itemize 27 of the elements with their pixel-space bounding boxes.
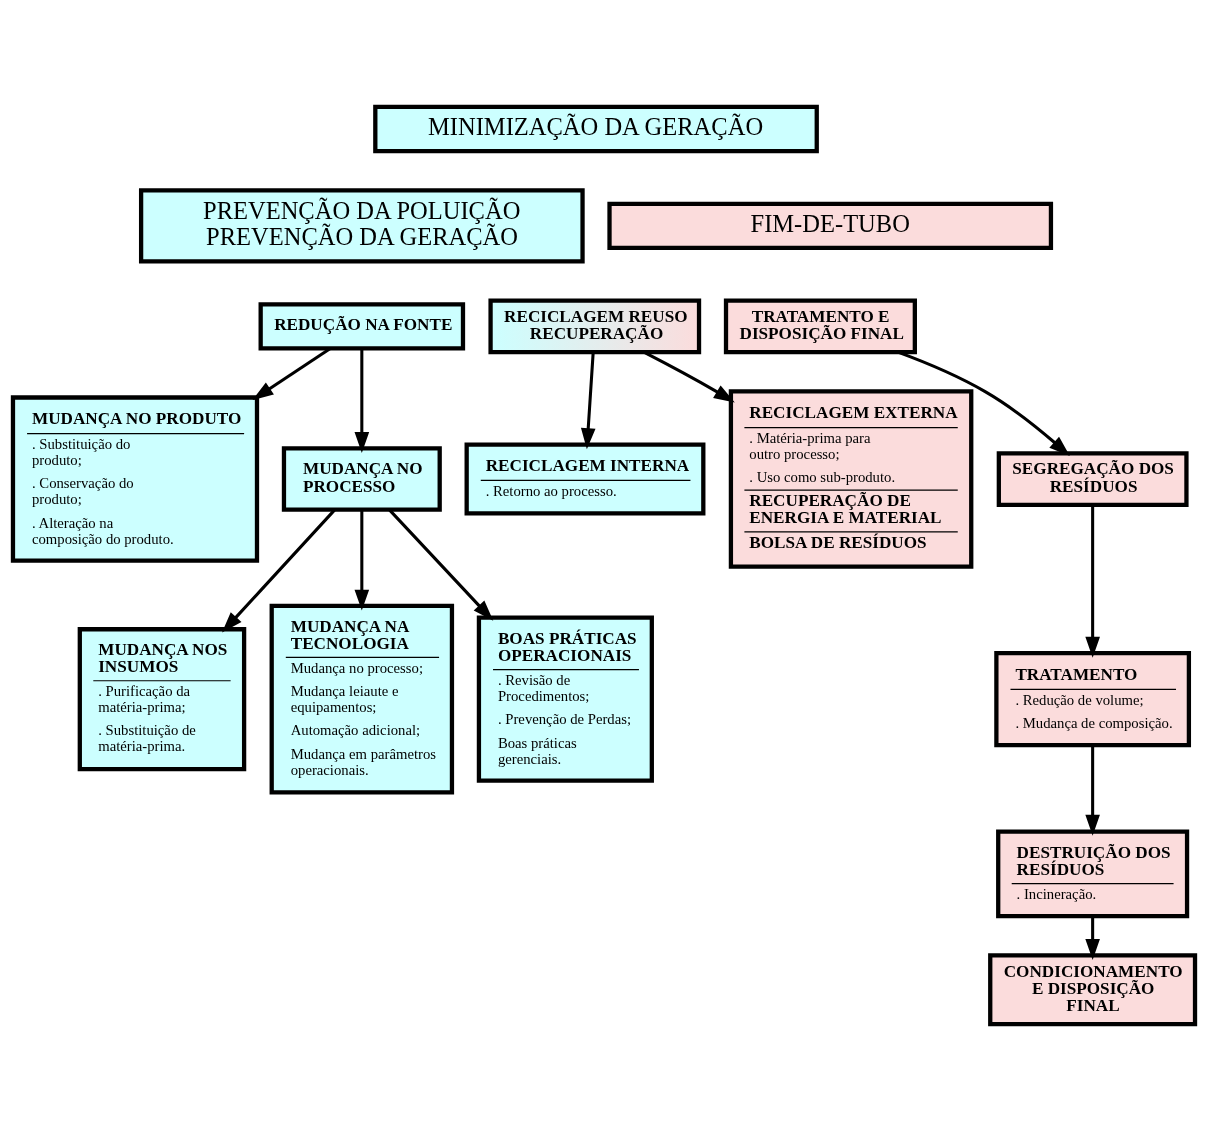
arrow (354, 348, 370, 453)
arrow (354, 510, 370, 611)
arrow (222, 509, 336, 633)
arrow (1085, 745, 1100, 836)
node-box: CONDICIONAMENTO E DISPOSIÇÃO FINAL (988, 953, 1198, 1027)
node-box: TRATAMENTO . Redução de volume; . Mudança de composição. (994, 651, 1192, 748)
node-box: DESTRUIÇÃO DOS RESÍDUOS . Incineração. (996, 829, 1190, 919)
node-box: REDUÇÃO NA FONTE (258, 302, 466, 351)
node-box: RECICLAGEM INTERNA . Retorno ao processo. (464, 442, 706, 516)
arrow (388, 509, 494, 621)
node-box: RECICLAGEM REUSO RECUPERAÇÃO (488, 298, 702, 355)
node-box: TRATAMENTO E DISPOSIÇÃO FINAL (723, 298, 917, 355)
arrow (252, 347, 332, 401)
arrow (1085, 916, 1100, 960)
node-box: BOAS PRÁTICAS OPERACIONAIS . Revisão de Procedimentos; . Prevenção de Perdas; Boas práticas gerenciais. (476, 615, 654, 783)
node-box: MINIMIZAÇÃO DA GERAÇÃO (373, 104, 819, 154)
node-box: MUDANÇA NO PRODUTO . Substituição do produto; . Conservação do produto; . Alteração na composição do produto. (10, 395, 260, 563)
arrow (580, 352, 596, 450)
node-box: FIM-DE-TUBO (607, 201, 1054, 251)
node-box: RECICLAGEM EXTERNA . Matéria-prima para outro processo; . Uso como sub-produto. RECUPERAÇÃO DE ENERGIA E MATERIAL BOLSA DE RESÍDUOS (728, 389, 974, 569)
arrow (1085, 504, 1100, 658)
node-box: PREVENÇÃO DA POLUIÇÃO PREVENÇÃO DA GERAÇÃO (138, 188, 585, 264)
node-box: MUDANÇA NA TECNOLOGIA Mudança no processo; Mudança leiaute e equipamentos; Automação adicional; Mudança em parâmetros operacionais. (269, 603, 455, 795)
node-box: SEGREGAÇÃO DOS RESÍDUOS (996, 451, 1189, 507)
node-box: MUDANÇA NOS INSUMOS . Purificação da matéria-prima; . Substituição de matéria-prima. (77, 627, 247, 772)
arrow (643, 351, 735, 403)
node-box: MUDANÇA NO PROCESSO (281, 446, 442, 512)
